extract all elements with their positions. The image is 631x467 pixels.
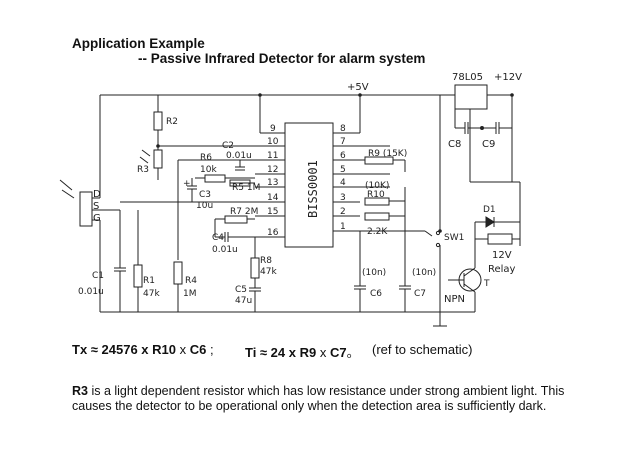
tx-suffix: ; — [206, 342, 214, 357]
supply-5v-label: +5V — [347, 82, 369, 93]
pin-label: 3 — [340, 193, 346, 203]
c2-value: 0.01u — [226, 151, 252, 161]
r3-note: R3 is a light dependent resistor which h… — [72, 384, 572, 414]
regulator-label: 78L05 — [452, 72, 483, 83]
schematic-reference: (ref to schematic) — [372, 342, 473, 357]
tx-resistor: R10 — [152, 342, 176, 357]
c1-value: 0.01u — [78, 287, 104, 297]
c7-value: (10n) — [412, 268, 436, 278]
r9-label: R9 (15K) — [368, 149, 407, 159]
r1-value: 47k — [143, 289, 160, 299]
c3-value: 10u — [196, 201, 213, 211]
r1-label: R1 — [143, 276, 155, 286]
pin-label: 13 — [267, 178, 278, 188]
ti-capacitor: C7 — [329, 345, 347, 360]
r3-label: R3 — [137, 165, 149, 175]
transistor-label: T — [483, 279, 490, 289]
plus-label: + — [183, 179, 191, 189]
r6-label: R6 — [200, 153, 212, 163]
r10-value: (10K) — [365, 181, 389, 191]
pin-label: 10 — [267, 137, 279, 147]
pin-label: 14 — [267, 193, 279, 203]
ti-prefix: Ti ≈ 24 x — [245, 345, 300, 360]
pin-label: 15 — [267, 207, 278, 217]
note-term: R3 — [72, 384, 88, 398]
pin-label: 2 — [340, 207, 346, 217]
r7-label: R7 2M — [230, 207, 258, 217]
pir-s-label: S — [93, 201, 99, 212]
c1-label: C1 — [92, 271, 104, 281]
pin-label: 5 — [340, 165, 346, 175]
c8-label: C8 — [448, 139, 461, 150]
c5-value: 47u — [235, 296, 252, 306]
r8-value: 47k — [260, 267, 277, 277]
page-subtitle: -- Passive Infrared Detector for alarm s… — [138, 51, 426, 66]
ti-mid: x — [316, 345, 330, 360]
r5-label: R5 1M — [232, 183, 260, 193]
tx-capacitor: C6 — [189, 342, 207, 357]
tx-mid: x — [176, 342, 190, 357]
c9-label: C9 — [482, 139, 495, 150]
c2-label: C2 — [222, 141, 234, 151]
r4-label: R4 — [185, 276, 197, 286]
tx-formula: Tx ≈ 24576 x R10 x C6 ; — [72, 342, 214, 357]
pin-label: 6 — [340, 151, 346, 161]
c6-value: (10n) — [362, 268, 386, 278]
pin-label: 11 — [267, 151, 278, 161]
tx-prefix: Tx ≈ 24576 x — [72, 342, 153, 357]
r8-label: R8 — [260, 256, 272, 266]
pin-label: 4 — [340, 178, 346, 188]
pin-label: 16 — [267, 228, 279, 238]
c4-label: C4 — [212, 233, 224, 243]
supply-12v-label: +12V — [494, 72, 522, 83]
pin-label: 12 — [267, 165, 278, 175]
r2-label: R2 — [166, 117, 178, 127]
relay-label: Relay — [488, 264, 516, 275]
c7-label: C7 — [414, 289, 426, 299]
pir-d-label: D — [93, 189, 101, 200]
ti-suffix: 。 — [346, 345, 360, 360]
d1-label: D1 — [483, 205, 496, 215]
c4-value: 0.01u — [212, 245, 238, 255]
r-22k-label: 2.2K — [367, 227, 388, 237]
pir-g-label: G — [93, 213, 101, 224]
ti-resistor: R9 — [299, 345, 317, 360]
page-title: Application Example — [72, 36, 205, 51]
note-text: is a light dependent resistor which has … — [72, 384, 565, 413]
r10-label: R10 — [367, 190, 385, 200]
r4-value: 1M — [183, 289, 197, 299]
sw1-label: SW1 — [444, 233, 464, 243]
ti-formula: Ti ≈ 24 x R9 x C7。 — [245, 342, 360, 361]
c5-label: C5 — [235, 285, 247, 295]
c3-label: C3 — [199, 190, 211, 200]
npn-label: NPN — [444, 294, 465, 305]
pin-label: 9 — [270, 124, 276, 134]
c6-label: C6 — [370, 289, 382, 299]
pin-label: 8 — [340, 124, 346, 134]
pin-label: 7 — [340, 137, 346, 147]
pin-label: 1 — [340, 222, 346, 232]
ic-label: BISS0001 — [306, 160, 320, 218]
relay-voltage-label: 12V — [492, 250, 512, 261]
r6-value: 10k — [200, 165, 217, 175]
